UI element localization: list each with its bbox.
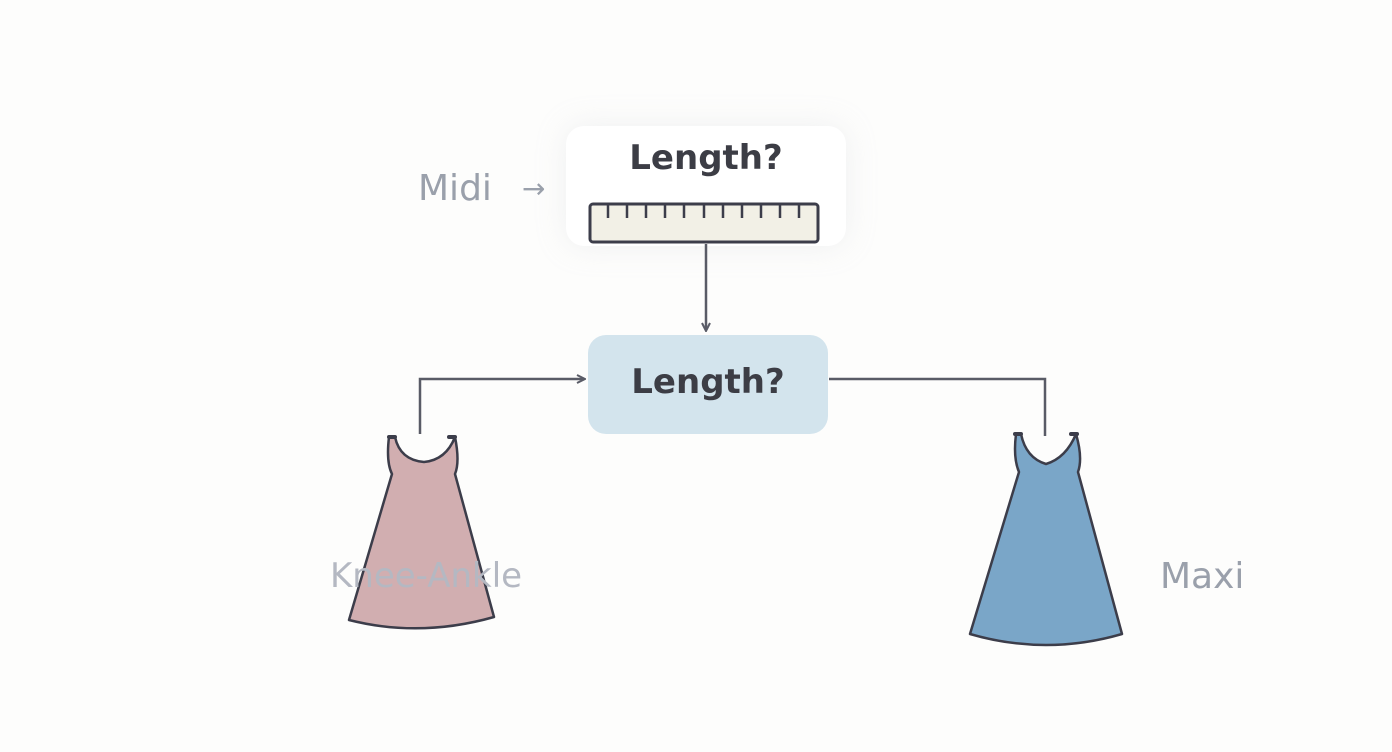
connector-center-to-right: [829, 377, 1047, 436]
center-node-title: Length?: [631, 362, 785, 402]
dress-icon-knee-ankle: [347, 435, 496, 630]
connector-left-to-center: [418, 379, 584, 434]
dress-icon-maxi: [968, 432, 1124, 647]
knee-ankle-label: Knee-Ankle: [330, 556, 523, 596]
ruler-ticks: [606, 204, 801, 218]
top-node-title: Length?: [629, 138, 783, 178]
ruler-icon: [588, 202, 820, 244]
center-node: [588, 335, 828, 434]
midi-label: Midi: [418, 168, 492, 209]
maxi-label: Maxi: [1160, 556, 1245, 597]
midi-arrow-icon: →: [522, 172, 546, 205]
